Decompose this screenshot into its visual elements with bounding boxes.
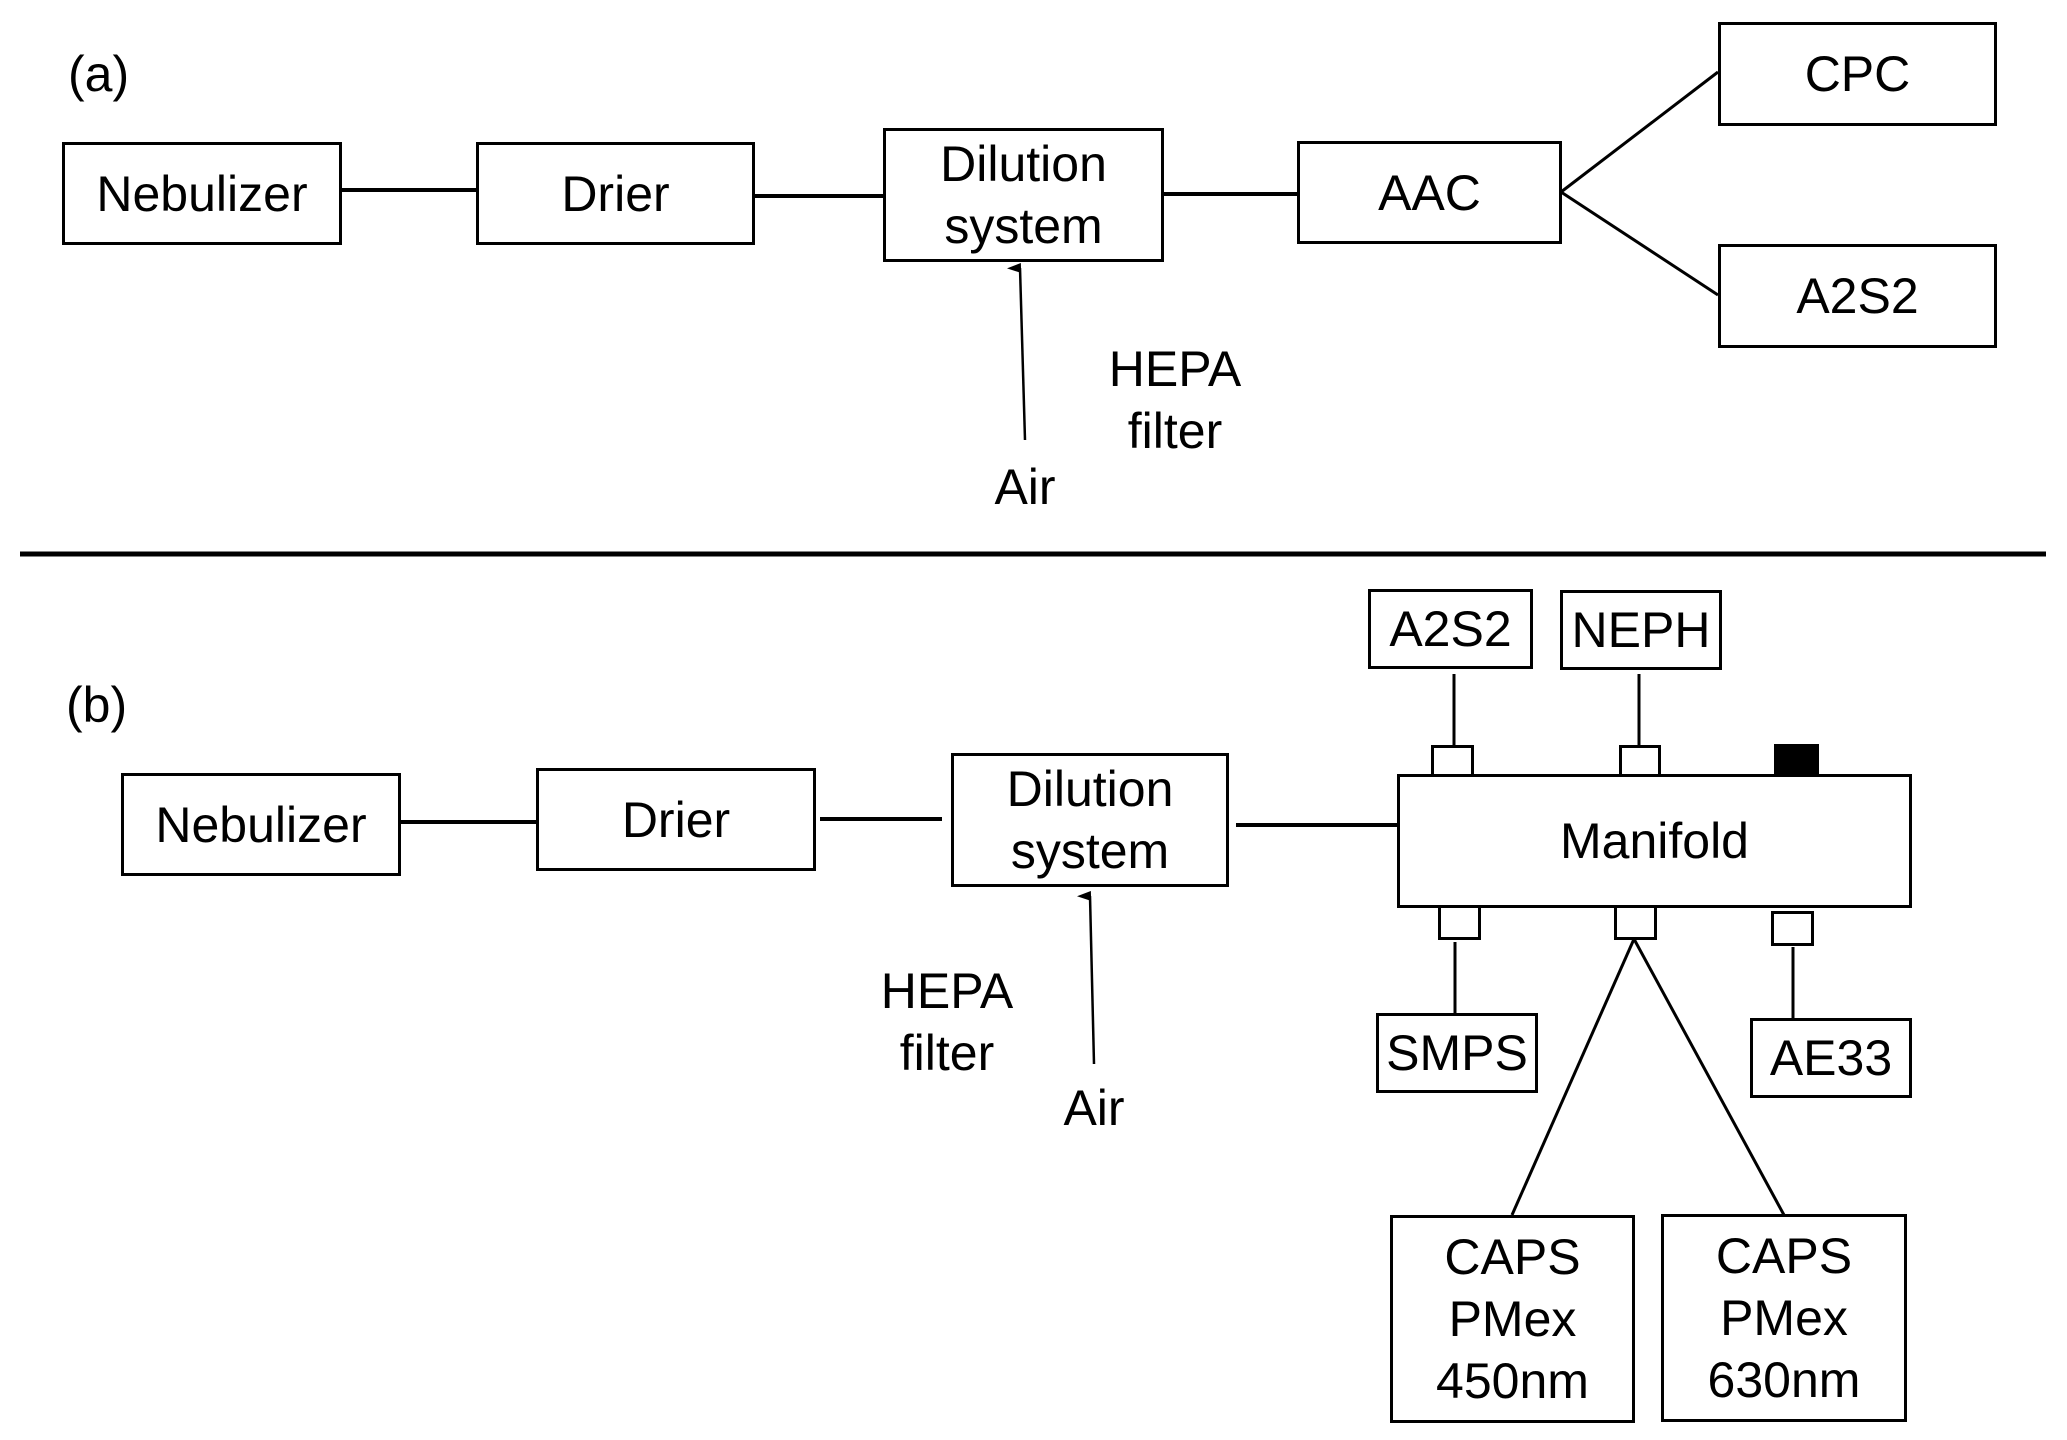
node-a-a2s2: A2S2 (1718, 244, 1997, 348)
port-bottom-ae33 (1771, 911, 1814, 946)
node-b-smps: SMPS (1376, 1013, 1538, 1093)
node-b-drier: Drier (536, 768, 816, 871)
port-bottom-smps (1438, 905, 1481, 940)
node-b-nebulizer: Nebulizer (121, 773, 401, 876)
label-a-air: Air (994, 459, 1056, 515)
node-a-cpc: CPC (1718, 22, 1997, 126)
arrow-b-air-dilution (1077, 890, 1096, 1065)
line-b-manifold-caps630 (1632, 938, 1786, 1216)
port-bottom-caps (1614, 905, 1657, 940)
node-b-a2s2: A2S2 (1368, 589, 1533, 669)
port-top-capped (1774, 744, 1819, 776)
node-a-dilution-system: Dilution system (883, 128, 1164, 262)
node-b-caps-pmex-450nm: CAPS PMex 450nm (1390, 1215, 1635, 1423)
node-b-ae33: AE33 (1750, 1018, 1912, 1098)
line-a-aac-cpc (1560, 70, 1719, 194)
node-b-caps-pmex-630nm: CAPS PMex 630nm (1661, 1214, 1907, 1422)
arrow-a-air-dilution (1007, 262, 1027, 441)
port-top-a2s2 (1431, 745, 1474, 777)
node-a-aac: AAC (1297, 141, 1562, 244)
port-top-neph (1619, 745, 1661, 777)
label-a-hepa-filter: HEPA filter (1108, 341, 1242, 459)
label-b-air: Air (1063, 1080, 1125, 1136)
panel-a-label: (a) (68, 46, 130, 102)
node-b-neph: NEPH (1560, 590, 1722, 670)
node-a-nebulizer: Nebulizer (62, 142, 342, 245)
node-b-dilution-system: Dilution system (951, 753, 1229, 887)
label-b-hepa-filter: HEPA filter (880, 963, 1014, 1081)
panel-b-label: (b) (66, 677, 128, 733)
line-a-aac-a2s2 (1560, 190, 1719, 297)
node-a-drier: Drier (476, 142, 755, 245)
node-b-manifold: Manifold (1397, 774, 1912, 908)
line-b-manifold-caps450 (1510, 938, 1636, 1216)
